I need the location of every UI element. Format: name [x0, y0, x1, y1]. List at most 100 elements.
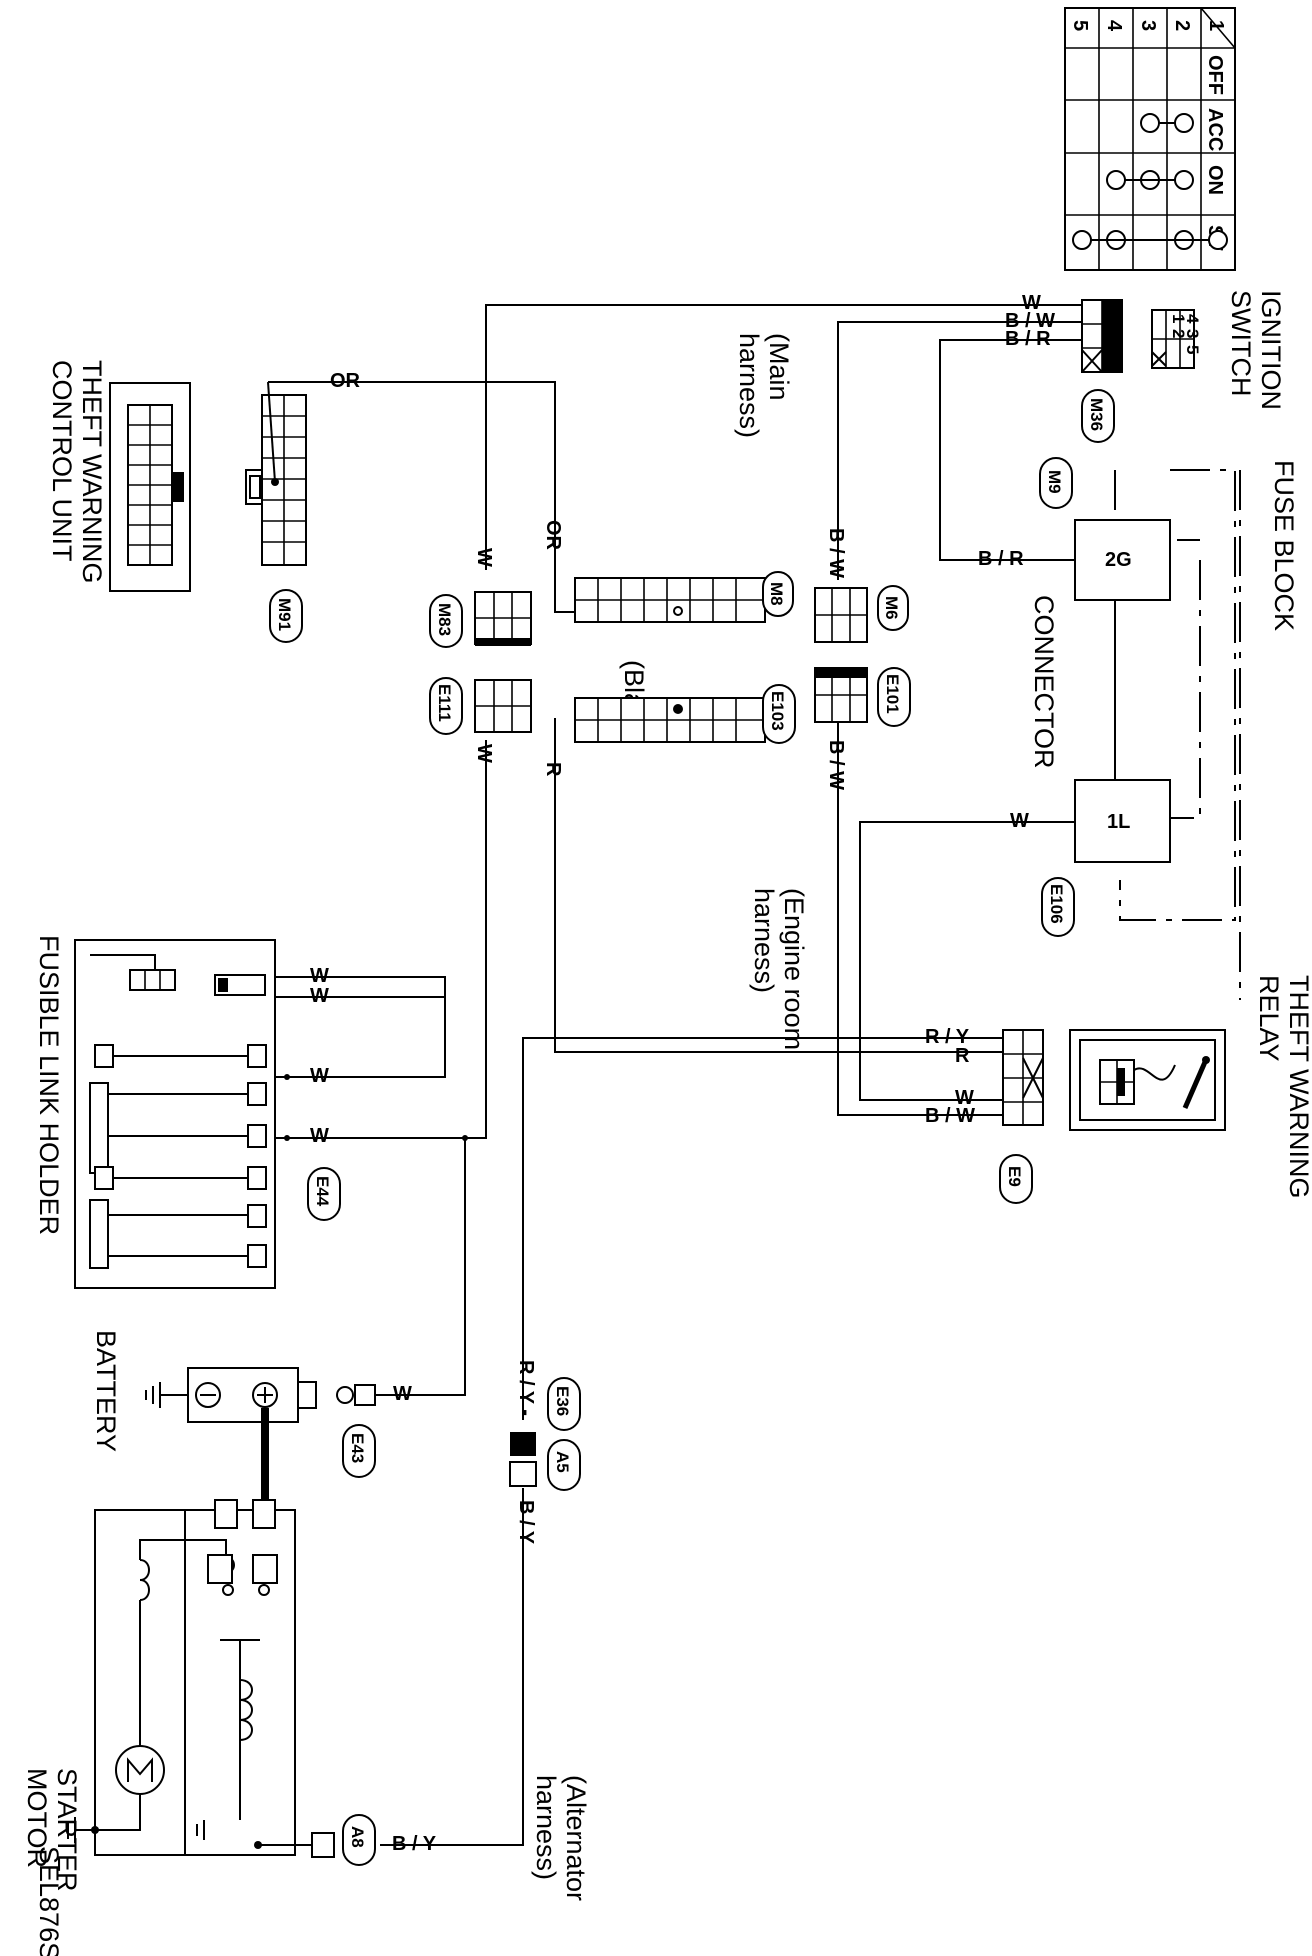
connector-m91 — [245, 381, 307, 566]
wc-by-2: B / Y — [392, 1833, 437, 1855]
label-main-harness: (Mainharness) — [734, 333, 794, 438]
component-labels: IGNITIONSWITCH FUSE BLOCK CONNECTOR THEF… — [22, 290, 1312, 1956]
starter-motor — [67, 1499, 296, 1856]
col-acc: ACC — [1204, 108, 1226, 151]
svg-text:E43: E43 — [348, 1433, 367, 1463]
svg-text:A5: A5 — [553, 1451, 572, 1473]
connector-badges: M36 M9 M91 M83 M8 M6 E111 E103 E101 E106… — [269, 389, 1115, 1866]
badge-e9: E9 — [999, 1154, 1033, 1204]
wc-w-1: W — [1022, 292, 1041, 314]
badge-a8: A8 — [342, 1814, 376, 1866]
wc-r-2: R — [955, 1045, 970, 1067]
pin-1: 1 — [1169, 314, 1188, 323]
svg-text:E36: E36 — [553, 1386, 572, 1416]
pin-2: 2 — [1169, 329, 1188, 338]
badge-m83: M83 — [429, 594, 463, 648]
badge-e111: E111 — [429, 677, 463, 735]
svg-text:E9: E9 — [1005, 1166, 1024, 1187]
wc-ry-1: R / Y — [925, 1026, 970, 1048]
label-connector: CONNECTOR — [1029, 595, 1059, 769]
svg-text:E106: E106 — [1047, 884, 1066, 924]
wc-r-1: R — [542, 762, 564, 777]
col-off: OFF — [1204, 55, 1226, 95]
label-ignition-switch: IGNITIONSWITCH — [1226, 290, 1286, 410]
label-battery: BATTERY — [91, 1330, 121, 1452]
badge-e44: E44 — [307, 1167, 341, 1221]
fusible-link-holder — [74, 939, 468, 1289]
badge-m8: M8 — [762, 571, 794, 617]
wc-or-2: OR — [542, 520, 564, 551]
wires — [248, 304, 1241, 1846]
col-on: ON — [1204, 165, 1226, 195]
ignition-switch-pin-block: 4 3 5 1 2 — [1151, 309, 1202, 369]
badge-e36: E36 — [547, 1377, 581, 1431]
connector-e101 — [814, 667, 868, 723]
wc-ry-2: R / Y - — [515, 1360, 537, 1416]
svg-text:E103: E103 — [768, 691, 787, 731]
svg-text:M91: M91 — [275, 598, 294, 631]
badge-m91: M91 — [269, 589, 303, 643]
wc-w-4: W — [1010, 810, 1029, 832]
badge-e43: E43 — [342, 1424, 376, 1478]
theft-warning-relay — [1069, 1029, 1226, 1131]
wc-w-5: W — [955, 1087, 974, 1109]
fuse-terminal-2g: 2G — [1074, 519, 1171, 601]
wc-br-2: B / R — [978, 548, 1024, 570]
theft-warning-control-unit — [109, 382, 191, 592]
pin-3: 3 — [1183, 329, 1202, 338]
wc-bw-4: B / W — [925, 1105, 975, 1127]
wc-w-2: W — [473, 548, 495, 567]
label-fusible-link-holder: FUSIBLE LINK HOLDER — [34, 935, 64, 1235]
badge-e106: E106 — [1041, 877, 1075, 937]
connector-e36-a5 — [509, 1432, 537, 1487]
switch-contacts — [1072, 113, 1228, 250]
wc-br-1: B / R — [1005, 328, 1051, 350]
connector-e9 — [1002, 1029, 1044, 1126]
svg-text:M6: M6 — [882, 596, 901, 620]
svg-text:2G: 2G — [1105, 549, 1132, 571]
badge-e101: E101 — [877, 667, 911, 727]
svg-text:M36: M36 — [1087, 398, 1106, 431]
pin-5: 5 — [1183, 345, 1202, 354]
connector-m6 — [814, 587, 868, 643]
wc-w-8: W — [310, 1065, 329, 1087]
wc-bw-1: B / W — [1005, 310, 1055, 332]
wire-color-labels: W B / W B / R OR W OR B / W B / R W R B … — [105, 292, 1055, 1855]
wc-bw-3: B / W — [825, 740, 847, 790]
svg-text:M8: M8 — [767, 582, 786, 606]
wc-bw-2: B / W — [825, 528, 847, 578]
label-figure-code: SEL876S — [34, 1846, 64, 1956]
wc-by-1: B / Y — [515, 1500, 537, 1545]
connector-e103 — [574, 697, 766, 743]
row-3: 3 — [1137, 20, 1159, 31]
wc-w-10: W — [393, 1383, 412, 1405]
connector-m36 — [1081, 299, 1123, 373]
row-5: 5 — [1069, 20, 1091, 31]
row-1: 1 — [1205, 20, 1227, 31]
badge-m36: M36 — [1081, 389, 1115, 443]
svg-text:M9: M9 — [1045, 470, 1064, 494]
badge-a5: A5 — [547, 1439, 581, 1491]
connector-m8 — [574, 577, 766, 623]
connector-e111 — [474, 679, 532, 733]
battery — [145, 1367, 376, 1555]
label-fuse-block: FUSE BLOCK — [1269, 460, 1299, 631]
wc-w-3: W — [473, 744, 495, 763]
row-2: 2 — [1171, 20, 1193, 31]
pin-4: 4 — [1183, 314, 1202, 324]
label-alternator-harness: (Alternatorharness) — [531, 1775, 591, 1901]
row-4: 4 — [1103, 20, 1125, 32]
wc-w-9: W — [310, 1125, 329, 1147]
svg-text:A8: A8 — [348, 1826, 367, 1848]
wc-w-7: W — [310, 985, 329, 1007]
svg-text:1L: 1L — [1107, 811, 1130, 833]
svg-text:E101: E101 — [883, 674, 902, 714]
connector-m83 — [474, 591, 532, 646]
label-theft-warning-relay: THEFT WARNINGRELAY — [1254, 975, 1312, 1199]
badge-e103: E103 — [762, 684, 796, 744]
svg-text:E111: E111 — [435, 684, 454, 722]
ignition-switch-table: OFF ACC ON ST 1 2 3 4 5 — [1064, 7, 1236, 271]
badge-m9: M9 — [1039, 457, 1073, 509]
harness-labels: (Mainharness) (Engine roomharness) (Alte… — [531, 333, 809, 1901]
